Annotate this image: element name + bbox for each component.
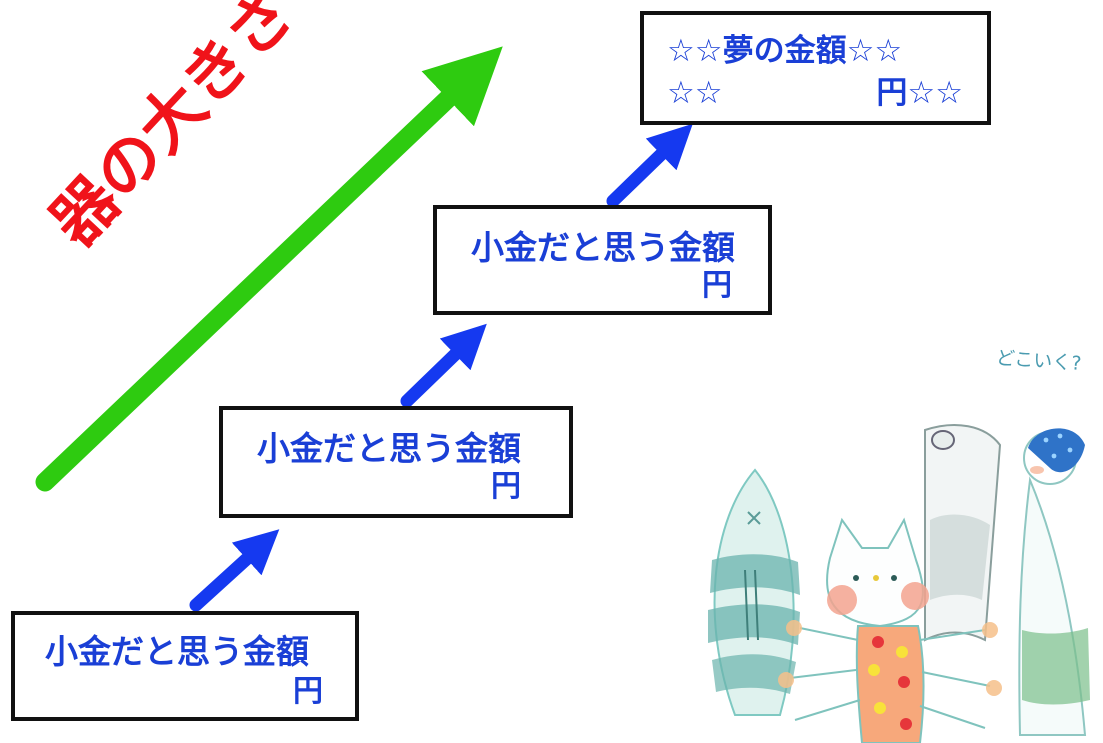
dream-amount-unit: 円☆☆ — [876, 75, 963, 111]
step-arrow-2 — [400, 323, 487, 408]
amount-box-2-unit: 円 — [491, 469, 521, 504]
step-arrow-3 — [606, 123, 693, 208]
cat-icon — [778, 517, 1002, 743]
amount-box-2-label: 小金だと思う金額 — [257, 429, 521, 468]
amount-box-1-unit: 円 — [293, 674, 323, 709]
amount-box-3-unit: 円 — [702, 268, 732, 303]
map-icon — [924, 424, 1002, 642]
step-arrow-1 — [189, 529, 280, 612]
amount-box-3-label: 小金だと思う金額 — [471, 228, 735, 267]
amount-box-1: 小金だと思う金額 円 — [11, 611, 359, 721]
girl-icon — [1018, 428, 1090, 736]
amount-box-1-label: 小金だと思う金額 — [45, 632, 309, 671]
fish-icon — [708, 468, 800, 716]
dream-amount-box: ☆☆夢の金額☆☆ ☆☆ 円☆☆ — [640, 11, 991, 125]
dream-amount-title: ☆☆夢の金額☆☆ — [667, 33, 903, 69]
growth-arrow — [35, 46, 503, 492]
dream-amount-stars-left: ☆☆ — [667, 75, 723, 111]
amount-box-3: 小金だと思う金額 円 — [433, 205, 772, 315]
cat-and-fish-illustration — [708, 424, 1090, 743]
amount-box-2: 小金だと思う金額 円 — [219, 406, 573, 518]
